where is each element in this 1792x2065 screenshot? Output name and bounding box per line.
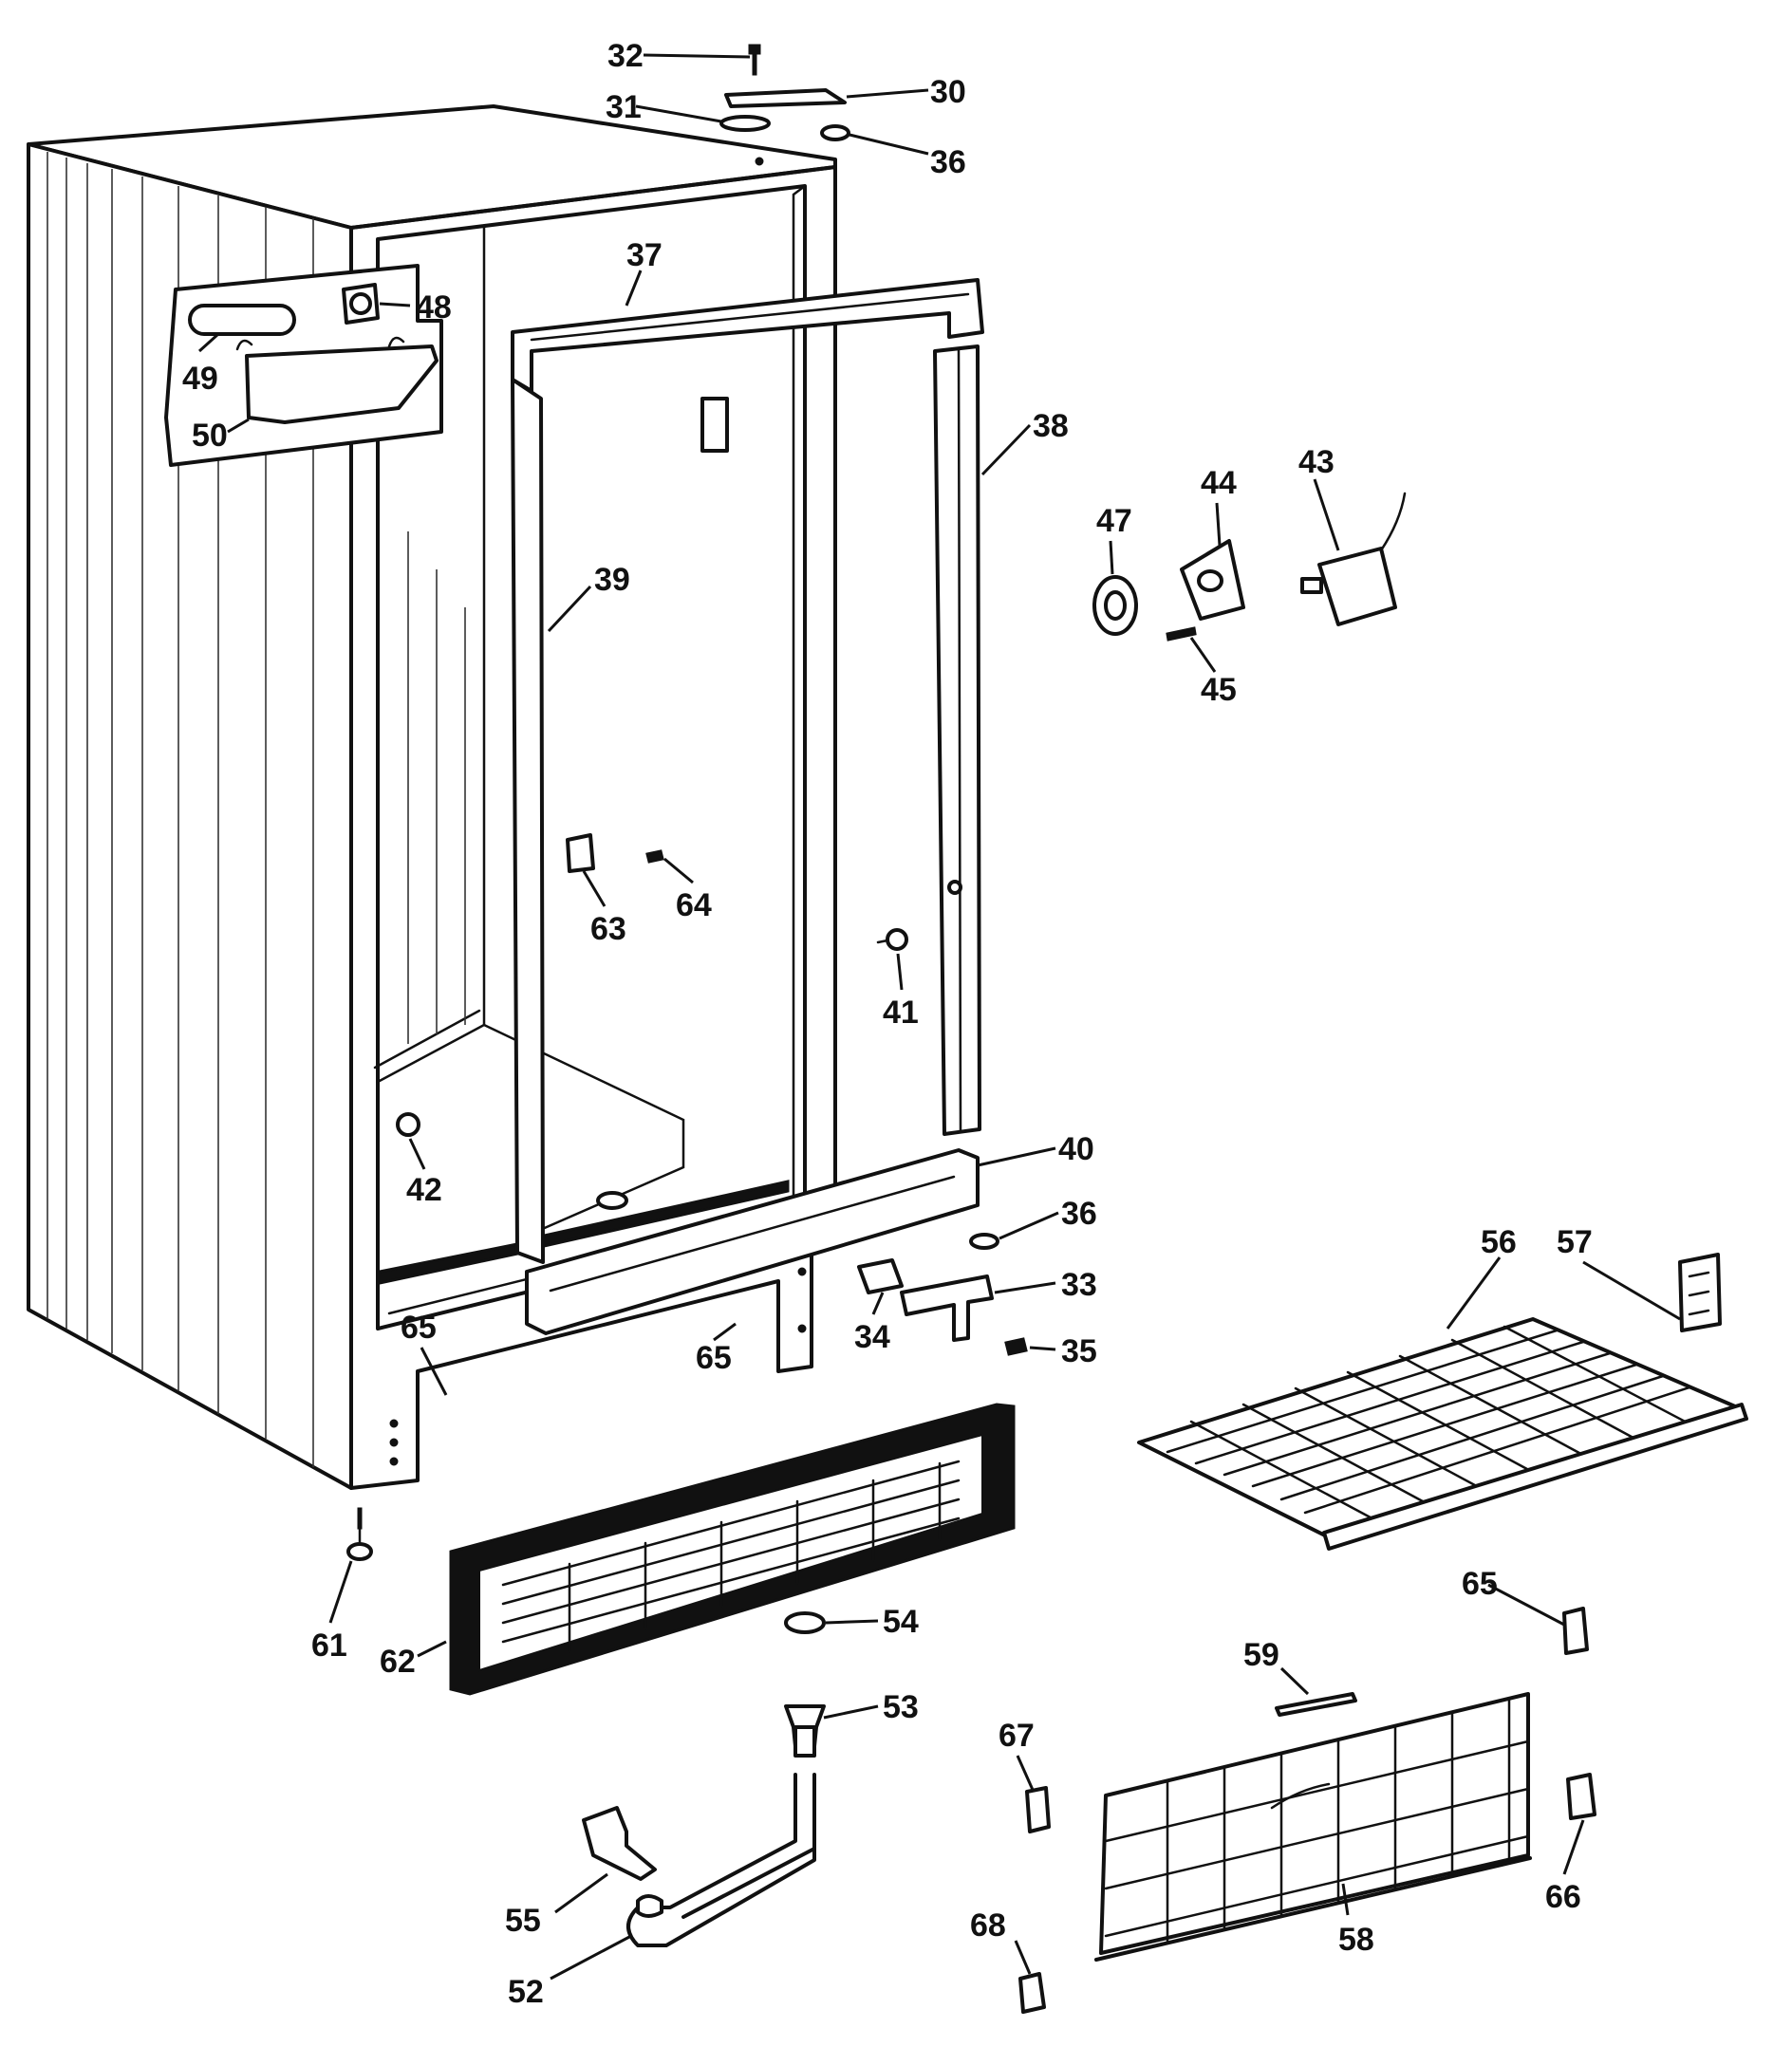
callout-57: 57 bbox=[1557, 1224, 1593, 1260]
callout-68: 68 bbox=[970, 1907, 1006, 1944]
callout-37: 37 bbox=[626, 237, 663, 273]
callout-38: 38 bbox=[1033, 408, 1069, 444]
rear-parts-48-49-50 bbox=[188, 283, 439, 424]
callout-59: 59 bbox=[1243, 1637, 1279, 1673]
cabinet bbox=[27, 104, 837, 1490]
callout-61: 61 bbox=[311, 1628, 347, 1664]
callout-63: 63 bbox=[590, 911, 626, 947]
control-parts bbox=[1092, 492, 1407, 642]
lower-hinge-parts bbox=[857, 1233, 1028, 1356]
leader-lines bbox=[197, 53, 1681, 1981]
callout-43: 43 bbox=[1298, 444, 1335, 480]
callout-64: 64 bbox=[676, 887, 712, 923]
wire-shelf bbox=[1137, 1253, 1748, 1551]
drain-parts bbox=[582, 1611, 826, 1947]
callout-65c: 65 bbox=[1462, 1566, 1498, 1602]
callout-31: 31 bbox=[606, 89, 642, 125]
callout-35: 35 bbox=[1061, 1333, 1097, 1369]
callout-36b: 36 bbox=[1061, 1196, 1097, 1232]
callout-62: 62 bbox=[380, 1644, 416, 1680]
callout-67: 67 bbox=[999, 1718, 1035, 1754]
callout-34: 34 bbox=[854, 1319, 890, 1355]
callout-55: 55 bbox=[505, 1903, 541, 1939]
callout-66: 66 bbox=[1545, 1879, 1581, 1915]
callout-50: 50 bbox=[192, 418, 228, 454]
callout-41: 41 bbox=[883, 995, 919, 1031]
callout-47: 47 bbox=[1096, 503, 1132, 539]
callout-42: 42 bbox=[406, 1172, 442, 1208]
callout-65b: 65 bbox=[696, 1340, 732, 1376]
callout-48: 48 bbox=[416, 289, 452, 326]
callout-30: 30 bbox=[930, 74, 966, 110]
callout-53: 53 bbox=[883, 1689, 919, 1725]
callout-33: 33 bbox=[1061, 1267, 1097, 1303]
callout-44: 44 bbox=[1201, 465, 1237, 501]
callout-65a: 65 bbox=[401, 1310, 437, 1346]
crisper-basket bbox=[1018, 1607, 1596, 2014]
callout-49: 49 bbox=[182, 361, 218, 397]
door-gasket-frame bbox=[396, 278, 984, 1335]
callout-54: 54 bbox=[883, 1604, 919, 1640]
callout-45: 45 bbox=[1201, 672, 1237, 708]
top-hinge-parts bbox=[719, 44, 850, 141]
callout-52: 52 bbox=[508, 1974, 544, 2010]
callout-39: 39 bbox=[594, 562, 630, 598]
callout-36: 36 bbox=[930, 144, 966, 180]
callout-56: 56 bbox=[1481, 1224, 1517, 1260]
callout-labels: 32 30 31 36 37 48 49 50 38 39 47 44 43 4… bbox=[182, 38, 1593, 2010]
callout-32: 32 bbox=[607, 38, 644, 74]
callout-58: 58 bbox=[1338, 1922, 1374, 1958]
callout-40: 40 bbox=[1058, 1131, 1094, 1167]
kick-grille bbox=[346, 1403, 1016, 1696]
